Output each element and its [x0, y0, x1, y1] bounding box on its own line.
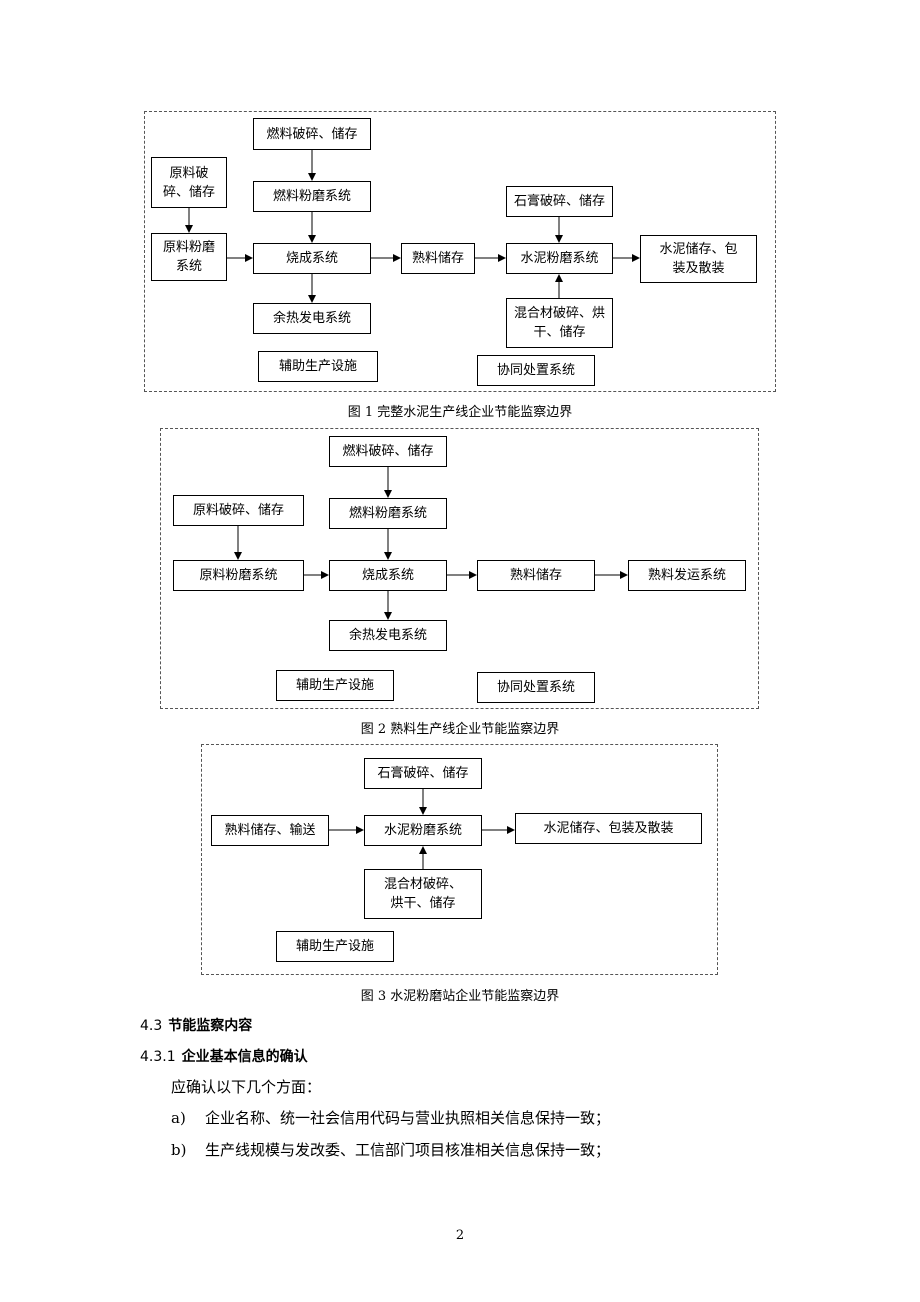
figure3-caption: 图 3 水泥粉磨站企业节能监察边界 [360, 989, 560, 1004]
fig1-fuel-mill-box: 燃料粉磨系统 [253, 181, 371, 212]
fig1-clinker-storage-box: 熟料储存 [401, 243, 475, 274]
fig3-cement-mill-box: 水泥粉磨系统 [364, 815, 482, 846]
list-item-text: 企业名称、统一社会信用代码与营业执照相关信息保持一致； [205, 1109, 611, 1127]
list-item: b) 生产线规模与发改委、工信部门项目核准相关信息保持一致； [171, 1139, 610, 1160]
fig3-cement-storage-box: 水泥储存、包装及散装 [515, 813, 702, 844]
list-item-text: 生产线规模与发改委、工信部门项目核准相关信息保持一致； [205, 1141, 611, 1159]
figure1-boundary [144, 111, 776, 392]
figure3-boundary [201, 744, 718, 975]
fig1-raw-mill-box: 原料粉磨 系统 [151, 233, 227, 281]
figure2-caption: 图 2 熟料生产线企业节能监察边界 [360, 722, 560, 737]
fig3-auxiliary-box: 辅助生产设施 [276, 931, 394, 962]
subsection-number: 4.3.1 [140, 1049, 176, 1065]
fig1-fuel-crush-box: 燃料破碎、储存 [253, 118, 371, 150]
figure1-caption: 图 1 完整水泥生产线企业节能监察边界 [347, 405, 573, 420]
fig2-clinker-storage-box: 熟料储存 [477, 560, 595, 591]
fig2-fuel-mill-box: 燃料粉磨系统 [329, 498, 447, 529]
fig1-raw-crush-box: 原料破 碎、储存 [151, 157, 227, 208]
fig2-auxiliary-box: 辅助生产设施 [276, 670, 394, 701]
subsection-title: 企业基本信息的确认 [181, 1049, 308, 1065]
fig1-auxiliary-box: 辅助生产设施 [258, 351, 378, 382]
list-item-label: a) [171, 1109, 186, 1127]
section-heading-4-3: 4.3 节能监察内容 [140, 1015, 252, 1035]
fig2-clinker-dispatch-box: 熟料发运系统 [628, 560, 746, 591]
fig1-cement-storage-box: 水泥储存、包 装及散装 [640, 235, 757, 283]
fig2-raw-mill-box: 原料粉磨系统 [173, 560, 304, 591]
fig1-kiln-box: 烧成系统 [253, 243, 371, 274]
fig2-fuel-crush-box: 燃料破碎、储存 [329, 436, 447, 467]
fig1-cement-mill-box: 水泥粉磨系统 [506, 243, 613, 274]
subsection-heading-4-3-1: 4.3.1 企业基本信息的确认 [140, 1046, 308, 1066]
fig1-coprocess-box: 协同处置系统 [477, 355, 595, 386]
fig2-kiln-box: 烧成系统 [329, 560, 447, 591]
section-number: 4.3 [140, 1018, 163, 1034]
page-number: 2 [455, 1228, 465, 1243]
fig1-gypsum-box: 石膏破碎、储存 [506, 186, 613, 217]
fig2-raw-crush-box: 原料破碎、储存 [173, 495, 304, 526]
figure2-boundary [160, 428, 759, 709]
fig3-mixed-material-box: 混合材破碎、 烘干、储存 [364, 869, 482, 919]
list-item: a) 企业名称、统一社会信用代码与营业执照相关信息保持一致； [171, 1107, 610, 1128]
fig2-waste-heat-box: 余热发电系统 [329, 620, 447, 651]
fig3-gypsum-box: 石膏破碎、储存 [364, 758, 482, 789]
section-title: 节能监察内容 [168, 1018, 253, 1034]
fig2-coprocess-box: 协同处置系统 [477, 672, 595, 703]
list-item-label: b) [171, 1141, 187, 1159]
intro-paragraph: 应确认以下几个方面： [171, 1078, 322, 1096]
fig1-waste-heat-box: 余热发电系统 [253, 303, 371, 334]
fig1-mixed-material-box: 混合材破碎、烘 干、储存 [506, 298, 613, 348]
fig3-clinker-storage-box: 熟料储存、输送 [211, 815, 329, 846]
